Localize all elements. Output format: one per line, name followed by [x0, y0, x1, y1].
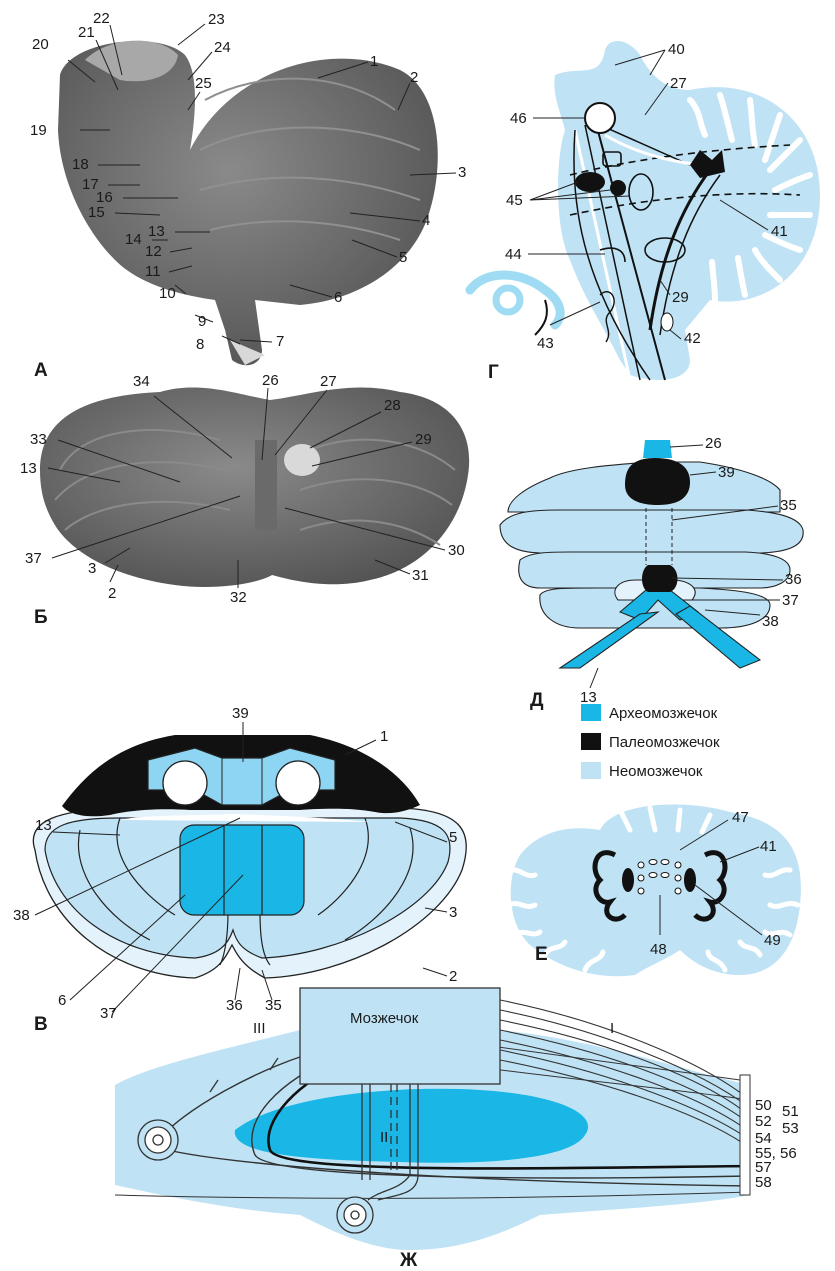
panel-d-diagram — [500, 440, 803, 668]
a-label-6: 6 — [334, 289, 342, 306]
g-label-45: 45 — [506, 192, 523, 209]
zh-tract-I: I — [610, 1020, 614, 1037]
a-label-4: 4 — [422, 212, 430, 229]
v-label-13: 13 — [35, 817, 52, 834]
b-label-13: 13 — [20, 460, 37, 477]
a-label-23: 23 — [208, 11, 225, 28]
legend-label-neo: Неомозжечок — [609, 763, 703, 780]
b-label-33: 33 — [30, 431, 47, 448]
e-label-49: 49 — [764, 932, 781, 949]
d-label-38: 38 — [762, 613, 779, 630]
d-label-39: 39 — [718, 464, 735, 481]
b-label-34: 34 — [133, 373, 150, 390]
panel-label-g: Г — [488, 362, 499, 383]
b-label-37: 37 — [25, 550, 42, 567]
a-label-5: 5 — [399, 249, 407, 266]
v-label-6: 6 — [58, 992, 66, 1009]
a-label-18: 18 — [72, 156, 89, 173]
e-label-48: 48 — [650, 941, 667, 958]
zh-tract-II: II — [380, 1129, 388, 1146]
g-label-40: 40 — [668, 41, 685, 58]
a-label-7: 7 — [276, 333, 284, 350]
g-label-29: 29 — [672, 289, 689, 306]
a-label-15: 15 — [88, 204, 105, 221]
panel-label-e: Е — [535, 944, 548, 965]
d-label-35: 35 — [780, 497, 797, 514]
v-label-38: 38 — [13, 907, 30, 924]
d-label-37: 37 — [782, 592, 799, 609]
g-label-43: 43 — [537, 335, 554, 352]
a-label-20: 20 — [32, 36, 49, 53]
b-label-28: 28 — [384, 397, 401, 414]
g-label-41: 41 — [771, 223, 788, 240]
a-label-25: 25 — [195, 75, 212, 92]
v-label-1: 1 — [380, 728, 388, 745]
b-label-30: 30 — [448, 542, 465, 559]
legend-label-paleo: Палеомозжечок — [609, 734, 720, 751]
a-label-10: 10 — [159, 285, 176, 302]
e-label-41: 41 — [760, 838, 777, 855]
a-label-22: 22 — [93, 10, 110, 27]
a-label-24: 24 — [214, 39, 231, 56]
a-label-14: 14 — [125, 231, 142, 248]
panel-label-a: А — [34, 360, 48, 381]
g-label-42: 42 — [684, 330, 701, 347]
a-label-2: 2 — [410, 69, 418, 86]
legend-label-archeo: Археомозжечок — [609, 705, 718, 722]
a-label-11: 11 — [145, 263, 161, 280]
g-label-44: 44 — [505, 246, 522, 263]
panel-a-photo — [58, 41, 438, 366]
b-label-31: 31 — [412, 567, 429, 584]
zh-box-title: Мозжечок — [350, 1010, 419, 1027]
zh-label-58: 58 — [755, 1174, 772, 1191]
panel-zh-diagram — [115, 988, 750, 1250]
zh-label-52: 52 — [755, 1113, 772, 1130]
zh-label-53: 53 — [782, 1120, 799, 1137]
zh-tract-III: III — [253, 1020, 266, 1037]
b-label-26: 26 — [262, 372, 279, 389]
v-label-3: 3 — [449, 904, 457, 921]
v-label-39: 39 — [232, 705, 249, 722]
a-label-9: 9 — [198, 313, 206, 330]
panel-label-v: В — [34, 1014, 48, 1035]
b-label-29: 29 — [415, 431, 432, 448]
zh-label-50: 50 — [755, 1097, 772, 1114]
panel-v-diagram — [33, 735, 466, 978]
a-label-19: 19 — [30, 122, 47, 139]
a-label-8: 8 — [196, 336, 204, 353]
a-label-12: 12 — [145, 243, 162, 260]
legend-swatch-paleo — [581, 733, 601, 750]
b-label-3: 3 — [88, 560, 96, 577]
panel-label-b: Б — [34, 607, 48, 628]
legend-swatch-neo — [581, 762, 601, 779]
legend: Археомозжечок Палеомозжечок Неомозжечок — [581, 704, 720, 780]
a-label-1: 1 — [370, 53, 378, 70]
a-label-3: 3 — [458, 164, 466, 181]
zh-label-51: 51 — [782, 1103, 799, 1120]
legend-swatch-archeo — [581, 704, 601, 721]
panel-b-photo — [40, 387, 469, 587]
b-label-32: 32 — [230, 589, 247, 606]
b-label-27: 27 — [320, 373, 337, 390]
v-label-37: 37 — [100, 1005, 117, 1022]
v-label-2: 2 — [449, 968, 457, 985]
b-label-2: 2 — [108, 585, 116, 602]
panel-g-diagram — [470, 41, 820, 380]
d-label-13: 13 — [580, 689, 597, 706]
panel-label-zh: Ж — [399, 1250, 418, 1271]
d-label-26: 26 — [705, 435, 722, 452]
v-label-36: 36 — [226, 997, 243, 1014]
a-label-13: 13 — [148, 223, 165, 240]
v-label-5: 5 — [449, 829, 457, 846]
v-label-35: 35 — [265, 997, 282, 1014]
a-label-17: 17 — [82, 176, 99, 193]
e-label-47: 47 — [732, 809, 749, 826]
panel-label-d: Д — [530, 690, 544, 711]
g-label-27: 27 — [670, 75, 687, 92]
d-label-36: 36 — [785, 571, 802, 588]
g-label-46: 46 — [510, 110, 527, 127]
